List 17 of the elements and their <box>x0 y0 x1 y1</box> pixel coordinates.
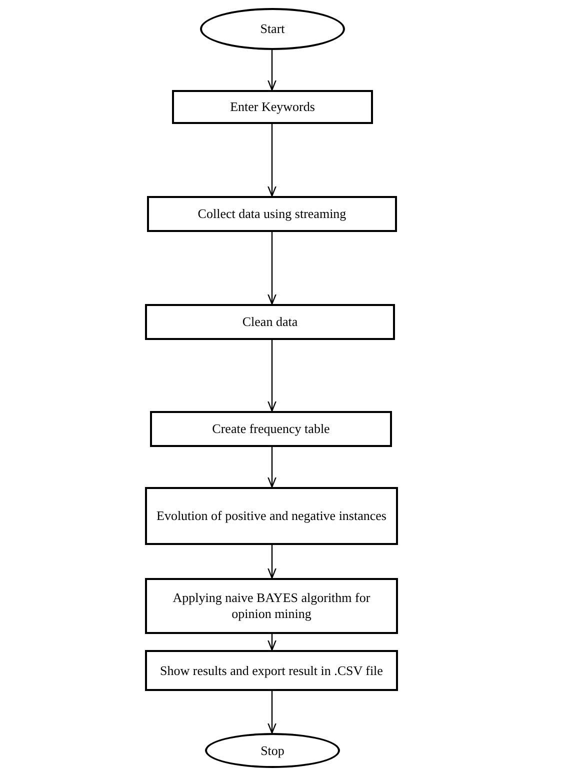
process-box: Enter Keywords <box>172 90 373 124</box>
terminal-oval: Start <box>200 8 345 50</box>
arrow <box>268 340 276 412</box>
arrow <box>268 691 276 734</box>
process-box: Evolution of positive and negative instances <box>145 487 398 545</box>
arrow <box>268 545 276 579</box>
terminal-oval: Stop <box>205 733 340 768</box>
arrow <box>268 634 276 651</box>
process-box: Applying naive BAYES algorithm for opinion mining <box>145 578 398 634</box>
arrow <box>268 447 276 488</box>
process-box: Show results and export result in .CSV file <box>145 650 398 691</box>
process-box: Collect data using streaming <box>147 196 397 232</box>
process-box: Clean data <box>145 304 395 340</box>
process-box: Create frequency table <box>150 411 392 447</box>
arrow <box>268 124 276 197</box>
arrow <box>268 232 276 305</box>
arrow <box>268 50 276 91</box>
